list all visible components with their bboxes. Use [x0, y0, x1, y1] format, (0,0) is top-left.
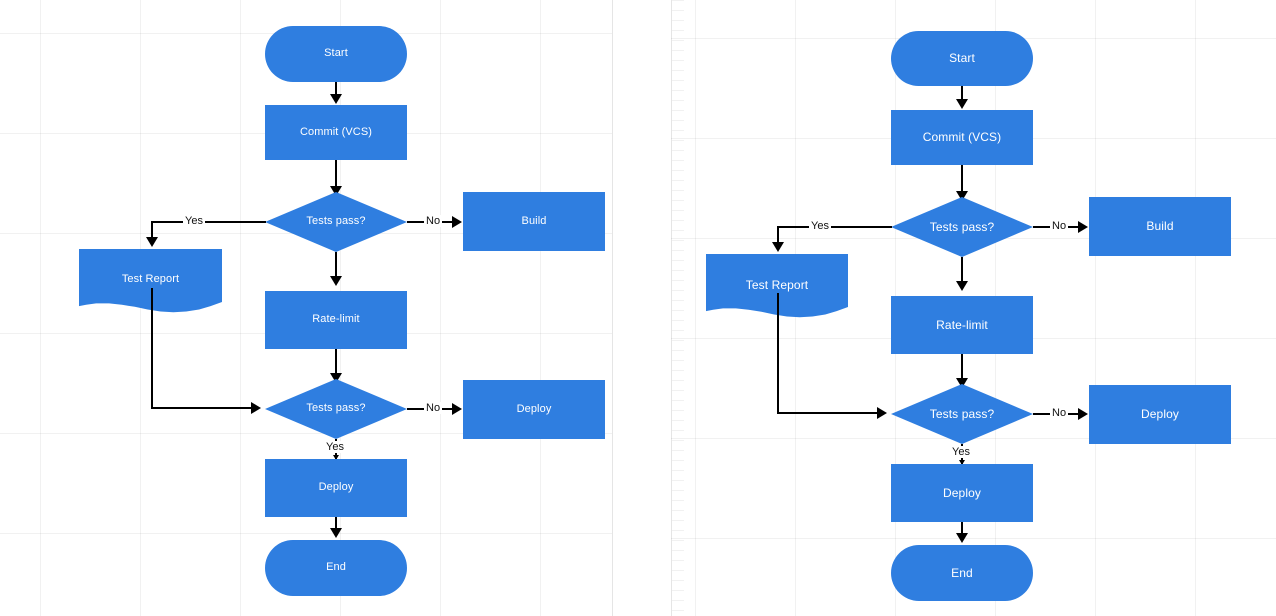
node-start-left[interactable]: Start — [265, 26, 407, 82]
node-deploy-right-branch-right[interactable]: Deploy — [1089, 385, 1231, 444]
edge-tests1-ratelimit-right — [961, 257, 963, 285]
edge-label-yes: Yes — [324, 441, 346, 453]
edge-commit-tests1-right — [961, 165, 963, 195]
arrowhead-down-icon — [772, 242, 784, 252]
node-label: Build — [521, 214, 547, 227]
arrowhead-down-icon — [330, 373, 342, 383]
node-label: Rate-limit — [312, 313, 360, 326]
node-label: End — [326, 561, 346, 574]
node-label: Deploy — [943, 485, 981, 500]
panel-divider-left — [612, 0, 613, 616]
arrowhead-down-icon — [330, 94, 342, 104]
panel-gap — [612, 0, 671, 616]
edge-report-tests2-v-left — [151, 288, 153, 409]
node-tests-pass-2-right[interactable]: Tests pass? — [891, 384, 1033, 444]
arrowhead-right-icon — [1078, 408, 1088, 420]
node-rate-limit-right[interactable]: Rate-limit — [891, 296, 1033, 354]
edge-deploy-end-left — [335, 517, 337, 531]
node-tests-pass-1-left[interactable]: Tests pass? — [265, 192, 407, 252]
node-label: Rate-limit — [936, 317, 988, 332]
node-label: Test Report — [745, 277, 809, 292]
edge-tests1-report-v-right — [777, 226, 779, 246]
node-label: Deploy — [1141, 407, 1179, 422]
node-build-left[interactable]: Build — [463, 192, 605, 251]
node-tests-pass-1-right[interactable]: Tests pass? — [891, 197, 1033, 257]
edge-label-yes: Yes — [950, 446, 972, 458]
node-label: Start — [949, 51, 975, 66]
arrowhead-right-icon — [452, 216, 462, 228]
node-label: Commit (VCS) — [922, 130, 1002, 145]
node-end-right[interactable]: End — [891, 545, 1033, 601]
node-start-right[interactable]: Start — [891, 31, 1033, 86]
node-build-right[interactable]: Build — [1089, 197, 1231, 256]
arrowhead-right-icon — [251, 402, 261, 414]
arrowhead-down-icon — [330, 186, 342, 196]
edge-label-yes: Yes — [809, 220, 831, 232]
node-label: Tests pass? — [306, 215, 366, 228]
edge-start-commit-left — [335, 82, 337, 96]
arrowhead-down-icon — [146, 237, 158, 247]
arrowhead-down-icon — [956, 99, 968, 109]
edge-ratelimit-tests2-right — [961, 354, 963, 382]
edge-label-no: No — [1050, 407, 1069, 419]
node-label: Commit (VCS) — [299, 125, 373, 138]
edge-label-no: No — [424, 215, 443, 227]
arrowhead-down-icon — [956, 533, 968, 543]
node-label: Tests pass? — [306, 402, 366, 415]
node-label: Deploy — [516, 402, 552, 415]
edge-tests1-ratelimit-left — [335, 252, 337, 280]
node-deploy-right-branch-left[interactable]: Deploy — [463, 380, 605, 439]
edge-report-tests2-h-left — [151, 407, 255, 409]
vertical-ruler — [672, 0, 684, 616]
edge-tests1-report-h-right — [777, 226, 892, 228]
edge-label-no: No — [424, 402, 443, 414]
node-label: Deploy — [318, 481, 354, 494]
node-label: End — [951, 565, 973, 580]
node-label: Build — [1146, 219, 1174, 234]
node-label: Start — [324, 47, 348, 60]
node-commit-right[interactable]: Commit (VCS) — [891, 110, 1033, 165]
node-end-left[interactable]: End — [265, 540, 407, 596]
arrowhead-right-icon — [1078, 221, 1088, 233]
arrowhead-down-icon — [956, 281, 968, 291]
node-label: Test Report — [121, 273, 180, 286]
edge-report-tests2-h-right — [777, 412, 881, 414]
arrowhead-down-icon — [333, 455, 339, 460]
arrowhead-right-icon — [877, 407, 887, 419]
node-deploy-main-left[interactable]: Deploy — [265, 459, 407, 517]
edge-deploy-end-right — [961, 522, 963, 536]
edge-tests1-report-h-left — [151, 221, 266, 223]
panel-divider-right — [671, 0, 672, 616]
document-shape — [79, 249, 222, 313]
node-test-report-left[interactable]: Test Report — [79, 249, 222, 317]
arrowhead-down-icon — [956, 191, 968, 201]
node-rate-limit-left[interactable]: Rate-limit — [265, 291, 407, 349]
edge-report-tests2-v-right — [777, 293, 779, 414]
edge-ratelimit-tests2-left — [335, 349, 337, 377]
arrowhead-right-icon — [452, 403, 462, 415]
arrowhead-down-icon — [330, 276, 342, 286]
edge-label-yes: Yes — [183, 215, 205, 227]
arrowhead-down-icon — [959, 460, 965, 465]
edge-start-commit-right — [961, 86, 963, 102]
node-deploy-main-right[interactable]: Deploy — [891, 464, 1033, 522]
arrowhead-down-icon — [956, 378, 968, 388]
node-label: Tests pass? — [929, 219, 995, 234]
edge-commit-tests1-left — [335, 160, 337, 190]
arrowhead-down-icon — [330, 528, 342, 538]
edge-tests1-report-v-left — [151, 221, 153, 241]
node-tests-pass-2-left[interactable]: Tests pass? — [265, 379, 407, 439]
node-commit-left[interactable]: Commit (VCS) — [265, 105, 407, 160]
node-label: Tests pass? — [929, 406, 995, 421]
edge-label-no: No — [1050, 220, 1069, 232]
